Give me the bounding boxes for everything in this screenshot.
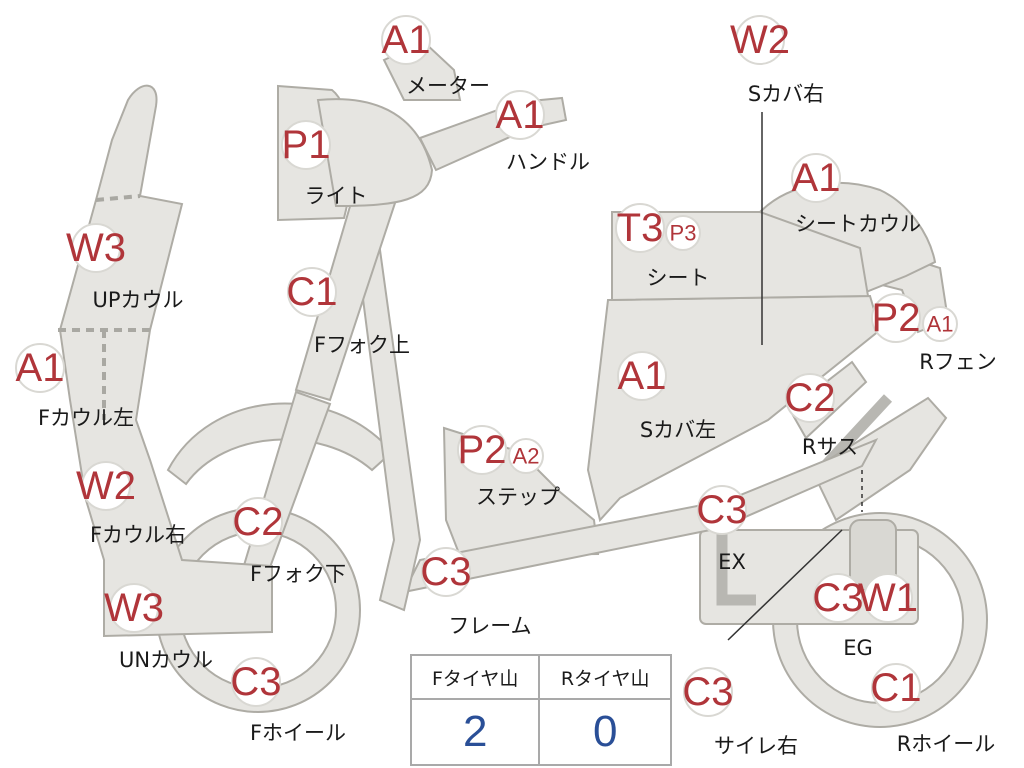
handle-body-shape [316, 98, 434, 208]
damage-code-rear-wheel-1: C1 [870, 666, 921, 710]
damage-badge-engine-2 [863, 573, 913, 623]
damage-code-r-fender-1: P2 [872, 296, 921, 340]
damage-code-s-cover-left-1: A1 [618, 354, 667, 398]
front-cowl-shape [58, 84, 273, 638]
damage-code-exhaust-1: C3 [696, 488, 747, 532]
muffler-shape [810, 396, 948, 522]
damage-badge-step-2 [508, 438, 544, 474]
damage-badge-front-wheel-1 [231, 657, 281, 707]
damage-badge-f-cowl-left-1 [15, 343, 65, 393]
part-label-fork-upper: Fフォク上 [314, 333, 410, 357]
damage-code-fork-upper-1: C1 [286, 270, 337, 314]
damage-code-front-wheel-1: C3 [230, 660, 281, 704]
part-label-s-cover-right: Sカバ右 [748, 82, 824, 106]
damage-badge-step-1 [457, 425, 507, 475]
damage-badge-light-1 [281, 120, 331, 170]
damage-code-meter-1: A1 [382, 18, 431, 62]
part-label-seat: シート [647, 266, 710, 290]
part-label-r-suspension: Rサス [802, 435, 858, 459]
damage-badge-r-suspension-1 [785, 373, 835, 423]
part-label-engine: EG [843, 636, 873, 660]
damage-badge-frame-1 [421, 547, 471, 597]
part-label-f-cowl-left: Fカウル左 [38, 406, 134, 430]
damage-code-f-cowl-right-1: W2 [76, 464, 136, 508]
part-label-f-cowl-right: Fカウル右 [90, 523, 186, 547]
part-label-seat-cowl: シートカウル [795, 212, 921, 236]
tire-tread-table: Fタイヤ山 Rタイヤ山 2 0 [409, 654, 672, 766]
damage-code-s-cover-right-1: W2 [730, 18, 790, 62]
damage-code-f-cowl-left-1: A1 [16, 346, 65, 390]
part-label-up-cowl: UPカウル [92, 288, 183, 312]
damage-badge-s-cover-left-1 [617, 351, 667, 401]
part-label-s-cover-left: Sカバ左 [640, 418, 716, 442]
damage-badge-r-fender-1 [871, 293, 921, 343]
damage-badge-r-fender-2 [922, 306, 958, 342]
body-side-cover-shape [586, 294, 882, 523]
damage-badge-s-cover-right-1 [735, 15, 785, 65]
damage-code-r-suspension-1: C2 [784, 376, 835, 420]
damage-badge-up-cowl-1 [71, 223, 121, 273]
part-label-light: ライト [305, 184, 368, 208]
part-label-silencer-right: サイレ右 [714, 734, 798, 758]
damage-badge-fork-lower-1 [233, 497, 283, 547]
front-tire-header: Fタイヤ山 [409, 654, 541, 700]
damage-badge-rear-wheel-1 [871, 663, 921, 713]
damage-code-up-cowl-1: W3 [66, 226, 126, 270]
damage-code-r-fender-2: A1 [927, 312, 954, 337]
damage-badge-exhaust-1 [697, 485, 747, 535]
damage-code-seat-1: T3 [617, 206, 664, 250]
damage-badge-fork-upper-1 [287, 267, 337, 317]
damage-badge-handle-1 [495, 90, 545, 140]
damage-code-engine-2: W1 [858, 576, 918, 620]
damage-code-step-1: P2 [458, 428, 507, 472]
damage-code-seat-cowl-1: A1 [792, 156, 841, 200]
damage-code-light-1: P1 [282, 123, 331, 167]
damage-code-handle-1: A1 [496, 93, 545, 137]
part-label-un-cowl: UNカウル [119, 648, 213, 672]
part-label-rear-wheel: Rホイール [897, 732, 996, 756]
damage-badge-seat-2 [665, 215, 701, 251]
part-label-front-wheel: Fホイール [250, 721, 346, 745]
front-tire-value: 2 [409, 698, 541, 766]
damage-code-fork-lower-1: C2 [232, 500, 283, 544]
damage-code-un-cowl-1: W3 [104, 586, 164, 630]
damage-badge-engine-1 [813, 573, 863, 623]
part-label-step: ステップ [476, 485, 560, 509]
part-label-r-fender: Rフェン [919, 350, 997, 374]
part-label-exhaust: EX [718, 550, 746, 574]
damage-badge-meter-1 [381, 15, 431, 65]
damage-badge-silencer-right-1 [683, 667, 733, 717]
damage-badge-un-cowl-1 [109, 583, 159, 633]
part-label-meter: メーター [406, 74, 490, 98]
part-label-frame: フレーム [448, 614, 531, 638]
damage-code-silencer-right-1: C3 [682, 670, 733, 714]
damage-badge-seat-1 [615, 203, 665, 253]
damage-badge-seat-cowl-1 [791, 153, 841, 203]
part-label-fork-lower: Fフォク下 [250, 562, 346, 586]
rear-tire-header: Rタイヤ山 [538, 654, 672, 700]
damage-code-frame-1: C3 [420, 550, 471, 594]
damage-code-engine-1: C3 [812, 576, 863, 620]
rear-tire-value: 0 [538, 698, 672, 766]
damage-code-step-2: A2 [513, 444, 540, 469]
damage-code-seat-2: P3 [670, 221, 697, 246]
damage-badge-f-cowl-right-1 [81, 461, 131, 511]
part-label-handle: ハンドル [506, 150, 590, 174]
